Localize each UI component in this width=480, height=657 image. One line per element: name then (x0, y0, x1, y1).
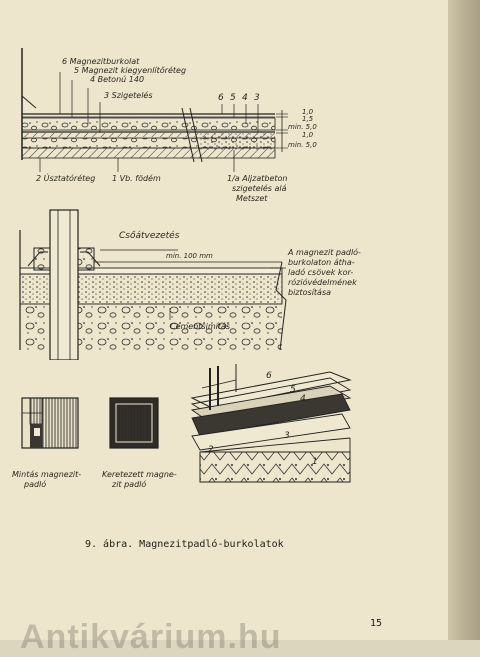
pipe-note-4: rózióvédelmének (288, 278, 357, 287)
cement-label: Cementsimítás (170, 322, 231, 331)
section-note-3: Metszet (236, 194, 268, 203)
tiles-and-isometric-drawing (21, 364, 352, 483)
tile2-caption-2: zit padló (112, 480, 147, 489)
pipe-note-2: burkolaton átha- (288, 258, 355, 267)
layer-label-4: 4 Betonú 140 (90, 75, 145, 84)
top-number-3: 3 (254, 93, 260, 103)
top-number-6: 6 (218, 93, 224, 103)
dimension-5: min. 5,0 (288, 141, 317, 149)
tile2-caption-1: Keretezett magne- (102, 470, 177, 479)
page-number: 15 (370, 618, 383, 629)
pipe-note-5: biztosítása (288, 288, 332, 297)
floor-section-drawing (21, 48, 288, 172)
figure-caption: 9. ábra. Magnezitpadló-burkolatok (85, 539, 284, 550)
iso-number-1: 1 (312, 457, 318, 467)
book-spine (448, 0, 480, 640)
iso-number-6: 6 (266, 371, 272, 381)
section-note-1: 1/a Aljzatbeton (227, 174, 288, 183)
pipe-dimension: min. 100 mm (166, 252, 213, 260)
iso-number-3: 3 (284, 431, 290, 441)
tile1-caption-2: padló (24, 480, 47, 489)
layer-label-5: 5 Magnezit kiegyenlítőréteg (74, 66, 187, 75)
dimension-2: 1,5 (302, 115, 314, 123)
iso-number-5: 5 (290, 385, 296, 395)
dimension-4: 1,0 (302, 131, 314, 139)
bottom-label-2: 2 Úsztatóréteg (36, 174, 96, 183)
top-number-5: 5 (230, 93, 236, 103)
tile1-caption-1: Mintás magnezit- (12, 470, 82, 479)
dimension-3: min. 5,0 (288, 123, 317, 131)
pipe-penetration-drawing (19, 209, 287, 360)
bottom-label-1: 1 Vb. födém (112, 174, 161, 183)
layer-label-6: 6 Magnezitburkolat (62, 57, 140, 66)
pipe-title: Csőátvezetés (119, 231, 180, 241)
layer-label-3: 3 Szigetelés (104, 91, 153, 100)
pipe-note-3: ladó csövek kor- (288, 268, 354, 277)
watermark: Antikvárium.hu (20, 618, 282, 656)
dimension-1: 1,0 (302, 108, 314, 116)
iso-number-2: 2 (208, 445, 214, 455)
top-number-4: 4 (242, 93, 248, 103)
section-note-2: szigetelés alá (232, 184, 287, 193)
pipe-note-1: A magnezit padló- (288, 248, 361, 257)
iso-number-4: 4 (300, 394, 306, 404)
